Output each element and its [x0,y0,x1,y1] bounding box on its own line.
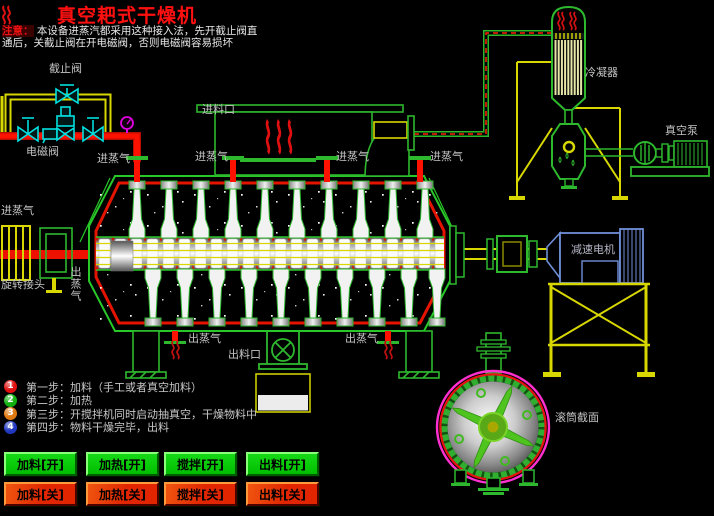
discharge-off-button[interactable]: 出料[关] [246,482,319,506]
discharge-valve-icon [258,331,308,370]
agitator-shaft [96,236,444,271]
feed-off-button[interactable]: 加料[关] [4,482,77,506]
shaft-steam-inlet [0,250,113,259]
step-row-4: 4 第四步：物料干燥完毕，出料 [4,420,169,434]
vacuum-pump [585,140,710,177]
drum-cross-section [435,332,551,495]
label-condenser: 冷凝器 [585,66,618,79]
steam-out-stub [164,331,186,360]
label-stop-valve: 截止阀 [49,62,82,75]
step-text-2: 第二步：加热 [26,394,92,407]
label-drum-section: 滚筒截面 [555,411,599,424]
label-gear-motor: 减速电机 [571,243,615,256]
label-discharge-port: 出料口 [228,348,261,361]
step-text-1: 第一步：加料（手工或者真空加料） [26,380,202,394]
bearing-stand-foot [46,290,62,293]
label-rotary-joint: 旋转接头 [1,278,45,291]
bearing-stand [52,278,56,290]
separator-vessel [551,123,586,189]
vapor-outlet-dome [364,115,415,177]
section-legs [451,469,538,495]
step-text-4: 第四步：物料干燥完毕，出料 [26,421,169,434]
droplet-icon [558,152,575,167]
label-steam-in-4: 进蒸气 [430,150,463,163]
steam-risers [126,140,431,182]
solenoid-valve-icon [56,106,75,142]
notice-text: 注意： 本设备进蒸汽都采用这种接入法，先开截止阀直 通后，关截止阀在开电磁阀，否… [2,25,262,49]
label-steam-in-1: 进蒸气 [97,152,130,165]
notice-warn-prefix: 注意： [2,25,34,37]
step-row-3: 3 第三步：开搅拌机同时启动抽真空，干燥物料中 [4,407,257,421]
feed-hopper [196,104,404,176]
dryer-drum [79,175,460,332]
step-badge-2: 2 [4,393,17,407]
stop-valve-icon [55,84,79,105]
label-vacuum-pump: 真空泵 [665,124,698,137]
pressure-gauge-icon [120,116,134,133]
label-steam-in-3: 进蒸气 [336,150,369,163]
stir-off-button[interactable]: 搅拌[关] [164,482,237,506]
section-top-fitting [476,332,511,374]
label-steam-in-left: 进蒸气 [1,204,34,217]
notice-line1: 本设备进蒸汽都采用这种接入法，先开截止阀直 [36,25,258,37]
label-solenoid-valve: 电磁阀 [26,145,59,158]
collection-box [255,373,311,413]
shaft-coupling [449,225,538,285]
heat-off-button[interactable]: 加热[关] [86,482,159,506]
step-badge-3: 3 [4,407,17,420]
step-row-1: 1 第一步：加料（手工或者真空加料） [4,380,202,394]
step-badge-1: 1 [4,380,17,393]
drain-ring [562,140,576,154]
drum-legs [125,330,440,379]
discharge-on-button[interactable]: 出料[开] [246,452,319,476]
condenser-tubes [554,40,583,95]
stir-on-button[interactable]: 搅拌[开] [164,452,237,476]
page-title: 真空耙式干燥机 [57,5,198,27]
step-text-3: 第三步：开搅拌机同时启动抽真空，干燥物料中 [26,407,257,421]
feed-on-button[interactable]: 加料[开] [4,452,77,476]
label-steam-out-right: 出蒸气 [345,332,378,345]
gate-valve-icon [82,117,104,143]
gate-valve-icon [17,117,39,143]
sight-glass [373,121,408,139]
gear-motor [546,228,644,284]
flame-icon [2,5,11,25]
label-steam-in-2: 进蒸气 [195,150,228,163]
condenser [551,5,586,125]
label-steam-out-left: 出蒸气 [188,332,221,345]
step-row-2: 2 第二步：加热 [4,393,92,407]
heat-on-button[interactable]: 加热[开] [86,452,159,476]
motor-stand [543,282,655,377]
section-rake-arms [451,385,535,469]
label-steam-out-vertical: 出蒸气 [69,266,82,302]
rotary-joint [1,225,31,281]
notice-line2: 通后，关截止阀在开电磁阀，否则电磁阀容易损坏 [2,37,233,49]
steam-out-stub [377,331,399,360]
label-feed-inlet: 进料口 [202,103,235,116]
step-badge-4: 4 [4,420,17,434]
strainer-icon [42,128,58,144]
vapor-pipe [414,30,553,137]
